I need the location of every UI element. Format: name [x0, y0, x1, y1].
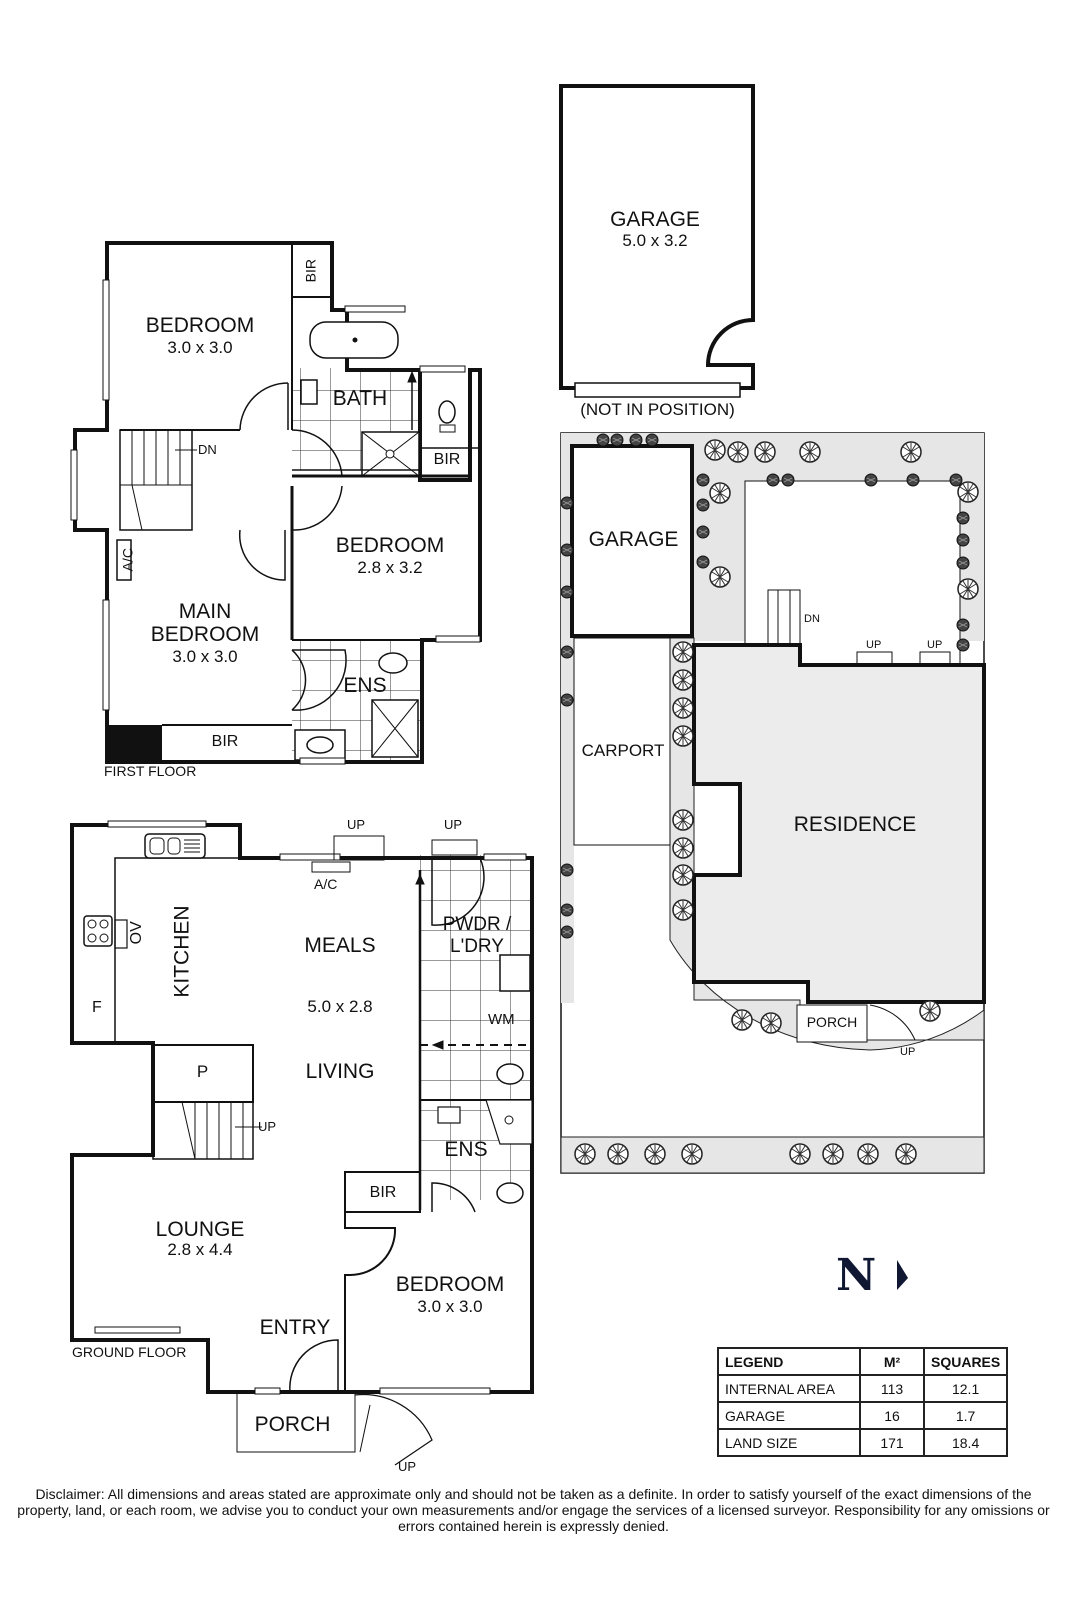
detached-garage-size: 5.0 x 3.2 [622, 231, 688, 250]
gf-meals: MEALS [304, 934, 376, 957]
site-garage: GARAGE [588, 528, 679, 551]
detached-garage [559, 84, 755, 398]
first-floor-plan [70, 241, 482, 765]
site-porch: PORCH [806, 1014, 858, 1030]
ff-main-bedroom-size: 3.0 x 3.0 [172, 647, 238, 666]
gf-bir: BIR [369, 1184, 397, 1201]
gf-ac-up: UP [347, 817, 366, 832]
legend-row: GARAGE 16 1.7 [717, 1401, 1009, 1430]
site-carport: CARPORT [581, 741, 665, 760]
site-residence: RESIDENCE [793, 813, 917, 836]
gf-bedroom-size: 3.0 x 3.0 [417, 1297, 483, 1316]
legend-row-squares: 1.7 [922, 1401, 1009, 1430]
ff-ac: A/C [119, 548, 136, 572]
gf-pwdr-up: UP [444, 817, 463, 832]
gf-ens: ENS [444, 1138, 488, 1161]
north-label: N [836, 1250, 877, 1301]
legend-row-m2: 16 [859, 1401, 925, 1430]
gf-living: LIVING [305, 1060, 375, 1083]
legend-row-m2: 113 [859, 1374, 925, 1403]
gf-stairs-up: UP [258, 1119, 277, 1134]
ff-main-bedroom-line1: MAIN [178, 600, 232, 623]
legend-header-squares: SQUARES [922, 1347, 1009, 1376]
gf-bedroom-name: BEDROOM [395, 1273, 505, 1296]
ff-bedroom1-size: 3.0 x 3.0 [167, 338, 233, 357]
legend-row-label: INTERNAL AREA [717, 1374, 861, 1403]
gf-pwdr-line2: L'DRY [450, 936, 504, 957]
legend-table: LEGEND M² SQUARES INTERNAL AREA 113 12.1… [717, 1347, 1009, 1457]
legend-row-squares: 18.4 [922, 1428, 1009, 1457]
ff-stairs-dn: DN [198, 442, 217, 457]
legend-row-label: GARAGE [717, 1401, 861, 1430]
legend-header-legend: LEGEND [717, 1347, 861, 1376]
legend-row-squares: 12.1 [922, 1374, 1009, 1403]
gf-meals-size: 5.0 x 2.8 [307, 997, 373, 1016]
gf-porch: PORCH [254, 1413, 331, 1436]
gf-kitchen: KITCHEN [170, 905, 194, 998]
site-plan [560, 432, 986, 1174]
gf-ac: A/C [314, 876, 338, 892]
gf-entry: ENTRY [259, 1316, 331, 1339]
ff-bath: BATH [332, 387, 388, 410]
legend-header-m2: M² [859, 1347, 925, 1376]
gf-porch-up: UP [398, 1459, 417, 1474]
ff-ens: ENS [343, 674, 387, 697]
gf-fridge: F [92, 999, 102, 1016]
legend-row: INTERNAL AREA 113 12.1 [717, 1374, 1009, 1403]
ground-floor-plan [70, 820, 534, 1466]
gf-oven: OV [128, 921, 146, 945]
ground-floor-title: GROUND FLOOR [72, 1344, 187, 1360]
ff-bedroom1-name: BEDROOM [145, 314, 255, 337]
ff-main-bedroom-line2: BEDROOM [150, 623, 260, 646]
ff-bir: BIR [211, 733, 239, 750]
legend-row-label: LAND SIZE [717, 1428, 861, 1457]
detached-garage-name: GARAGE [610, 208, 700, 231]
legend-row: LAND SIZE 171 18.4 [717, 1428, 1009, 1457]
ff-bath-bir: BIR [433, 451, 461, 468]
gf-lounge-size: 2.8 x 4.4 [167, 1240, 233, 1259]
site-porch-up: UP [900, 1046, 916, 1058]
site-dn: DN [804, 613, 820, 625]
legend-header-row: LEGEND M² SQUARES [717, 1347, 1009, 1376]
site-up1: UP [866, 639, 882, 651]
ff-bedroom2-name: BEDROOM [335, 534, 445, 557]
disclaimer-text: Disclaimer: All dimensions and areas sta… [17, 1486, 1050, 1534]
legend-row-m2: 171 [859, 1428, 925, 1457]
first-floor-title: FIRST FLOOR [104, 763, 197, 779]
detached-garage-note: (NOT IN POSITION) [580, 400, 735, 419]
gf-pantry: P [196, 1062, 209, 1081]
ff-bedroom2-size: 2.8 x 3.2 [357, 558, 423, 577]
ff-bedroom1-bir: BIR [302, 259, 319, 283]
north-arrow-icon [897, 1260, 908, 1290]
gf-lounge-name: LOUNGE [155, 1218, 245, 1241]
site-up2: UP [927, 639, 943, 651]
gf-pwdr-line1: PWDR / [442, 914, 512, 935]
gf-wm: WM [488, 1011, 515, 1028]
